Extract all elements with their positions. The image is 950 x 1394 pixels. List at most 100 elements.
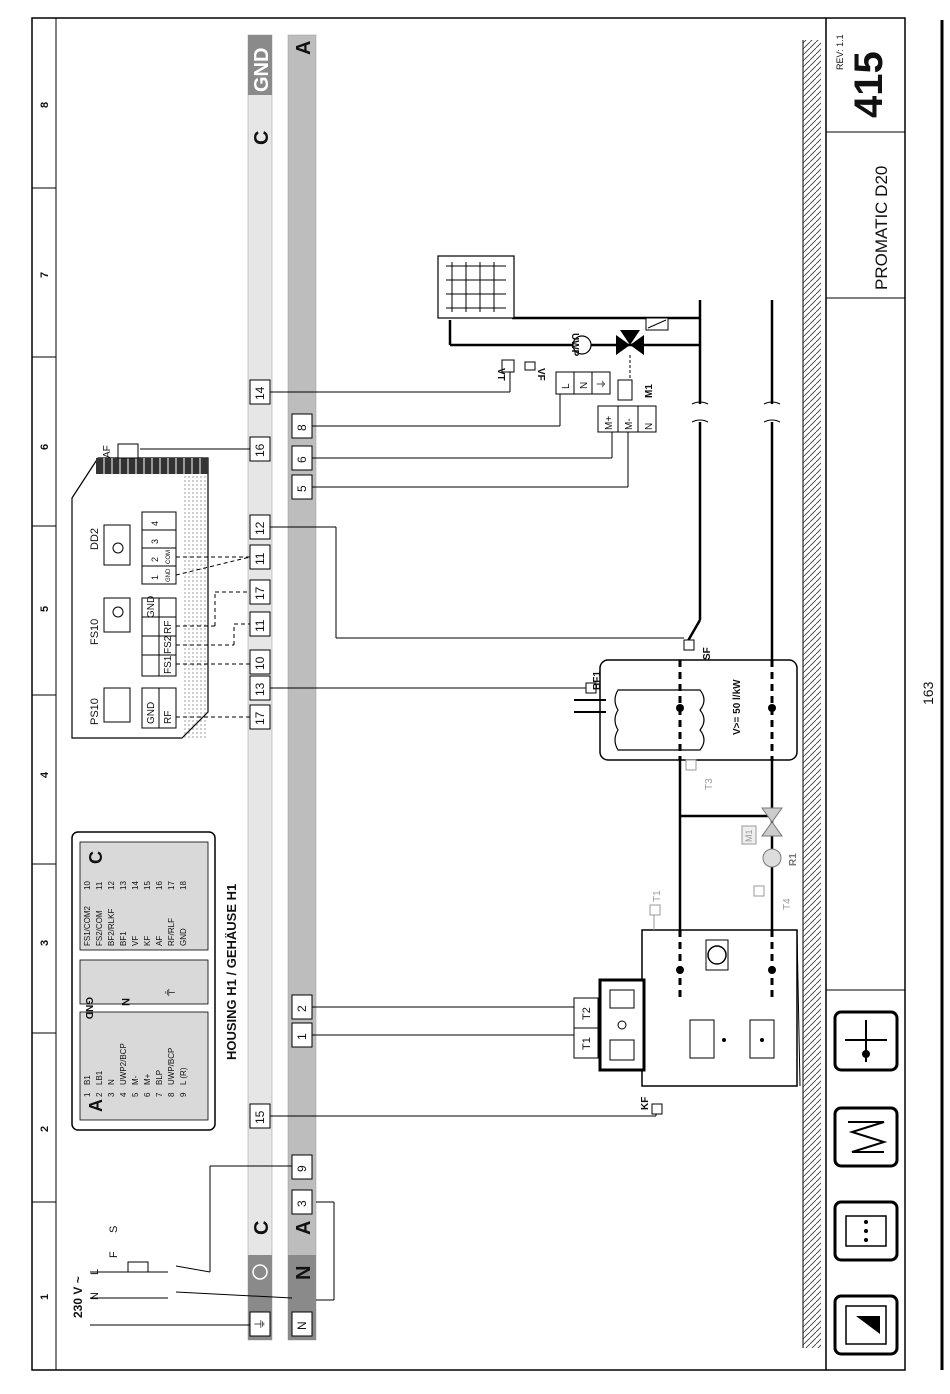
svg-text:BF2/RLKF: BF2/RLKF [107, 909, 116, 946]
svg-text:7: 7 [155, 1092, 164, 1097]
dd2-display [103, 524, 131, 566]
pipe-breaks [691, 401, 781, 423]
kf-label: KF [640, 1097, 651, 1110]
uwp-pump [572, 335, 592, 355]
uwp-pin-earth: ⏚ [596, 379, 608, 389]
busbar-a-label-top: A [293, 41, 315, 55]
uwp-label: UWP [569, 333, 580, 357]
t1-sensor-label: T1 [652, 890, 663, 902]
fs10-pin-gnd: GND [146, 596, 157, 618]
terminal-a-2: 2 [295, 1005, 309, 1012]
svg-text:14: 14 [131, 881, 140, 890]
grid-label-1: 1 [39, 1294, 51, 1300]
busbar-a-label-bottom: A [293, 1221, 315, 1235]
svg-text:8: 8 [167, 1092, 176, 1097]
sf-label: SF [702, 647, 713, 660]
system-icon-buffer [833, 1010, 899, 1072]
remote-dashed-wires [175, 556, 251, 718]
radiator [437, 255, 515, 319]
svg-text:L (R): L (R) [179, 1067, 188, 1085]
ps10-display [103, 687, 131, 723]
grid-label-3: 3 [39, 940, 51, 946]
svg-text:M+: M+ [143, 1073, 152, 1085]
terminal-a-5: 5 [295, 485, 309, 492]
legend-n: N [119, 998, 131, 1006]
terminal-c-12: 12 [253, 521, 267, 535]
svg-text:BF1: BF1 [119, 931, 128, 946]
dd2-pin-3: 3 [150, 539, 160, 544]
uwp-pin-n: N [579, 382, 590, 389]
svg-text:GND: GND [179, 928, 188, 946]
terminal-a-8: 8 [295, 424, 309, 431]
svg-text:RF/RLF: RF/RLF [167, 918, 176, 946]
uwp-pin-l: L [561, 383, 572, 389]
ps10-pin-rf: RF [163, 711, 174, 724]
vt-label: VT [495, 368, 506, 381]
boiler [641, 929, 801, 1087]
legend-a-header: A [86, 1099, 106, 1112]
svg-text:16: 16 [155, 881, 164, 890]
boiler-t1: T1 [581, 1037, 593, 1050]
supply-n: N [89, 1292, 101, 1300]
t1-sensor [649, 904, 661, 916]
device-enclosure: AF [71, 443, 209, 739]
tank-note: V>= 50 l/kW [732, 679, 743, 735]
r1-label: R1 [788, 853, 799, 866]
svg-text:17: 17 [167, 881, 176, 890]
grid-label-5: 5 [39, 606, 51, 612]
vf-label: VF [535, 368, 546, 381]
svg-text:VF: VF [131, 936, 140, 946]
svg-text:10: 10 [83, 881, 92, 890]
legend-earth: ⏚ [163, 987, 176, 998]
svg-text:5: 5 [131, 1092, 140, 1097]
grid-label-2: 2 [39, 1126, 51, 1132]
system-icon-boiler [833, 1294, 899, 1356]
m1-pin-n: N [644, 423, 655, 430]
dd2-sub-com: COM [166, 550, 172, 564]
fs10-pin-fs1: FS1 [163, 655, 174, 674]
t4-label: T4 [782, 898, 793, 910]
fs10-pin-rf: RF [163, 621, 174, 634]
svg-text:15: 15 [143, 881, 152, 890]
system-icon-terminal [833, 1200, 899, 1262]
terminal-n: N [295, 1321, 309, 1330]
dd2-sub-gnd: GND [166, 568, 172, 582]
supply-voltage: 230 V ~ [71, 1276, 85, 1318]
svg-text:4: 4 [119, 1092, 128, 1097]
terminal-a-6: 6 [295, 456, 309, 463]
buffer-tank [574, 659, 798, 761]
svg-text:12: 12 [107, 881, 116, 890]
m1-pin-mminus: M- [624, 418, 635, 430]
m1-gray-valve [761, 807, 783, 823]
svg-text:BLP: BLP [155, 1070, 164, 1085]
grid-ticks [32, 187, 56, 1203]
fs10-pin-fs2: FS2 [163, 635, 174, 654]
page-number: 163 [920, 681, 936, 705]
busbar-c-label-top: C [251, 131, 273, 145]
svg-text:FS1/COM2: FS1/COM2 [83, 905, 92, 946]
svg-text:11: 11 [95, 881, 104, 890]
m1-gray-label: M1 [744, 829, 754, 842]
model-name: PROMATIC D20 [872, 166, 891, 290]
svg-text:AF: AF [155, 936, 164, 946]
svg-text:UWP2/BCP: UWP2/BCP [119, 1043, 128, 1085]
svg-text:M-: M- [131, 1075, 140, 1085]
boiler-t2: T2 [581, 1007, 593, 1020]
af-label: AF [102, 445, 113, 458]
c-terminals: 15 17 13 10 11 17 11 12 16 14 ⏚ [249, 379, 271, 1337]
svg-text:9: 9 [179, 1092, 188, 1097]
terminal-c-14: 14 [253, 386, 267, 400]
signal-wires [270, 368, 684, 1117]
terminal-c-16: 16 [253, 443, 267, 457]
a-terminals: 3 9 1 2 5 6 8 N [291, 413, 313, 1337]
dd2-pin-2: 2 [150, 557, 160, 562]
boiler-controller [598, 978, 646, 1072]
legend-c-header: C [86, 851, 106, 864]
grid-label-7: 7 [39, 272, 51, 278]
terminal-c-10: 10 [253, 656, 267, 670]
svg-text:N: N [107, 1079, 116, 1085]
terminal-a-3: 3 [295, 1200, 309, 1207]
page-frame [31, 17, 906, 1371]
terminal-c-15: 15 [253, 1110, 267, 1124]
terminal-earth: ⏚ [253, 1318, 267, 1330]
